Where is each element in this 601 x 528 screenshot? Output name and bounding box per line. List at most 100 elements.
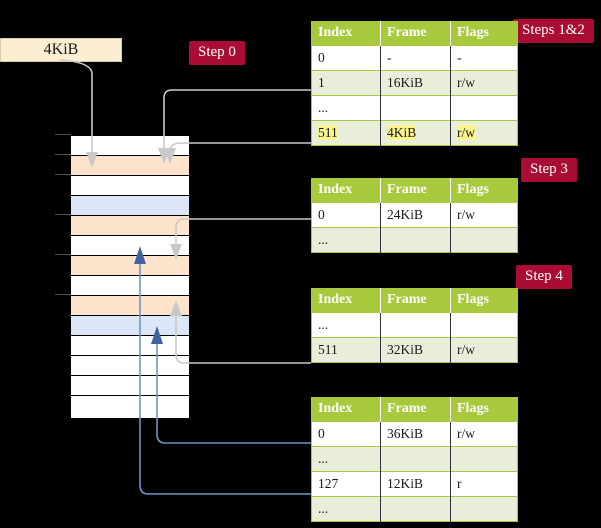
memory-row: [71, 336, 189, 356]
cell-index: 0: [311, 421, 381, 447]
cell-frame: 32KiB: [380, 337, 451, 363]
cell-text: ...: [318, 451, 329, 466]
memory-tick: [55, 214, 71, 215]
memory-row: [71, 376, 189, 396]
cell-text: r: [457, 476, 462, 491]
cell-index: ...: [311, 312, 381, 338]
cell-frame: [380, 312, 451, 338]
table-row: ...: [311, 446, 518, 472]
page-table-level-1: Index Frame Flags 0 36KiB r/w ... 127 12…: [311, 397, 518, 522]
cell-text: ...: [318, 232, 329, 247]
page-frame-box: 4KiB: [0, 38, 122, 62]
step-0-label: Step 0: [198, 44, 236, 60]
table-row: ...: [311, 95, 518, 121]
table-row: 0 36KiB r/w: [311, 421, 518, 447]
cell-index: 0: [311, 202, 381, 228]
cell-text: r/w: [457, 342, 475, 357]
column-header-frame: Frame: [380, 178, 451, 203]
column-header-index: Index: [311, 288, 381, 313]
table-header-row: Index Frame Flags: [311, 397, 518, 422]
cell-frame: [380, 95, 451, 121]
cell-flags: [450, 95, 518, 121]
column-header-frame: Frame: [380, 397, 451, 422]
column-header-flags: Flags: [450, 288, 518, 313]
cell-text: ...: [318, 100, 329, 115]
cell-text: 0: [318, 207, 325, 222]
table-header-row: Index Frame Flags: [311, 178, 518, 203]
physical-memory-grid: [69, 134, 191, 418]
table-row: 1 16KiB r/w: [311, 70, 518, 96]
cell-index: 0: [311, 45, 381, 71]
page-table-level-3: Index Frame Flags 0 24KiB r/w ...: [311, 178, 518, 253]
cell-text: 127: [318, 476, 339, 491]
cell-text: r/w: [457, 75, 475, 90]
cell-text: -: [457, 50, 462, 65]
cell-text: 4KiB: [387, 125, 417, 140]
column-header-index: Index: [311, 21, 381, 46]
cell-flags: [450, 312, 518, 338]
cell-text: r/w: [457, 125, 475, 140]
cell-index: ...: [311, 446, 381, 472]
memory-tick: [55, 294, 71, 295]
cell-flags: r/w: [450, 70, 518, 96]
cell-frame: -: [380, 45, 451, 71]
memory-row: [71, 256, 189, 276]
cell-flags: -: [450, 45, 518, 71]
column-header-index: Index: [311, 178, 381, 203]
page-table-level-4: Index Frame Flags 0 - - 1 16KiB r/w ... …: [311, 21, 518, 146]
cell-flags: r/w: [450, 421, 518, 447]
memory-row: [71, 156, 189, 176]
table-row: ...: [311, 496, 518, 522]
steps-1-2-label: Steps 1&2: [522, 22, 585, 38]
cell-flags: r/w: [450, 337, 518, 363]
memory-row: [71, 276, 189, 296]
table-row: 0 24KiB r/w: [311, 202, 518, 228]
cell-frame: [380, 496, 451, 522]
table-row: ...: [311, 312, 518, 338]
cell-text: 0: [318, 50, 325, 65]
cell-text: ...: [318, 317, 329, 332]
memory-tick: [55, 174, 71, 175]
page-table-level-2: Index Frame Flags ... 511 32KiB r/w: [311, 288, 518, 363]
table-row: 511 4KiB r/w: [311, 120, 518, 146]
memory-row: [71, 316, 189, 336]
memory-row: [71, 396, 189, 418]
cell-index: 511: [311, 120, 381, 146]
cell-flags: r/w: [450, 202, 518, 228]
connector-level2-entry: [175, 312, 311, 364]
cell-text: r/w: [457, 207, 475, 222]
table-row: 511 32KiB r/w: [311, 337, 518, 363]
memory-row: [71, 136, 189, 156]
cell-flags: r: [450, 471, 518, 497]
memory-tick: [55, 134, 71, 135]
memory-tick: [55, 154, 71, 155]
cell-text: 12KiB: [387, 476, 424, 491]
cell-index: ...: [311, 95, 381, 121]
table-header-row: Index Frame Flags: [311, 21, 518, 46]
cell-text: 0: [318, 426, 325, 441]
cell-text: r/w: [457, 426, 475, 441]
cell-flags: r/w: [450, 120, 518, 146]
cell-text: 32KiB: [387, 342, 424, 357]
step-4-badge: Step 4: [516, 265, 572, 289]
cell-index: 511: [311, 337, 381, 363]
connector-level3-entry: [175, 218, 311, 248]
step-3-label: Step 3: [530, 161, 568, 177]
cell-frame: 12KiB: [380, 471, 451, 497]
column-header-index: Index: [311, 397, 381, 422]
memory-row: [71, 236, 189, 256]
memory-tick: [55, 254, 71, 255]
cell-frame: 16KiB: [380, 70, 451, 96]
cell-text: 511: [318, 125, 338, 140]
steps-1-2-badge: Steps 1&2: [513, 19, 594, 43]
memory-row: [71, 216, 189, 236]
cell-frame: [380, 446, 451, 472]
cell-frame: 36KiB: [380, 421, 451, 447]
page-frame-label: 4KiB: [43, 41, 79, 58]
cell-index: ...: [311, 496, 381, 522]
cell-index: ...: [311, 227, 381, 253]
cell-text: ...: [318, 501, 329, 516]
cell-frame: 24KiB: [380, 202, 451, 228]
table-row: ...: [311, 227, 518, 253]
step-3-badge: Step 3: [521, 158, 577, 182]
